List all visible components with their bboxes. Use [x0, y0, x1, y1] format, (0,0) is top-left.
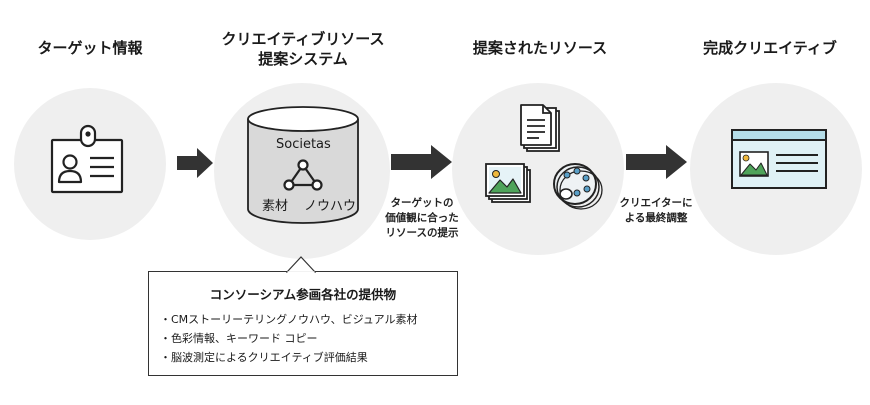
database-label-material: 素材 [262, 199, 289, 214]
arrow-1 [177, 148, 213, 178]
stage-title-creative-system-line2: 提案システム [258, 50, 348, 68]
database-name: Societas [276, 137, 331, 152]
arrow-2 [391, 145, 452, 179]
document-icon [520, 104, 560, 152]
arrow-2-label: ターゲットの 価値観に合った リソースの提示 [372, 196, 472, 241]
stage-title-final-creative: 完成クリエイティブ [703, 39, 837, 57]
stage-title-target-info: ターゲット情報 [37, 39, 143, 57]
color-palette-icon [553, 163, 603, 210]
callout-item-2: ・色彩情報、キーワード コピー [160, 332, 318, 345]
image-stack-icon [485, 163, 531, 203]
arrow-2-label-line1: ターゲットの [390, 197, 454, 209]
database-icon [247, 106, 359, 224]
arrow-3-label: クリエイターに よる最終調整 [606, 196, 706, 226]
stage-title-proposed-resources: 提案されたリソース [472, 39, 608, 57]
id-card-icon [50, 124, 124, 194]
arrow-3 [626, 145, 687, 179]
callout-pointer [286, 256, 316, 273]
stage-title-creative-system: クリエイティブリソース 提案システム [208, 29, 398, 69]
contributions-callout: コンソーシアム参画各社の提供物 ・CMストーリーテリングノウハウ、ビジュアル素材… [148, 271, 458, 376]
callout-item-3: ・脳波測定によるクリエイティブ評価結果 [160, 351, 368, 364]
arrow-2-label-line3: リソースの提示 [385, 227, 459, 239]
callout-item-1: ・CMストーリーテリングノウハウ、ビジュアル素材 [160, 313, 418, 326]
arrow-2-label-line2: 価値観に合った [385, 212, 459, 224]
network-icon [283, 159, 323, 191]
creative-card-icon [731, 129, 827, 189]
stage-title-creative-system-line1: クリエイティブリソース [221, 30, 385, 48]
arrow-3-label-line1: クリエイターに [619, 197, 693, 209]
callout-title: コンソーシアム参画各社の提供物 [209, 287, 397, 302]
arrow-3-label-line2: よる最終調整 [624, 212, 688, 224]
database-label-knowhow: ノウハウ [304, 199, 357, 214]
